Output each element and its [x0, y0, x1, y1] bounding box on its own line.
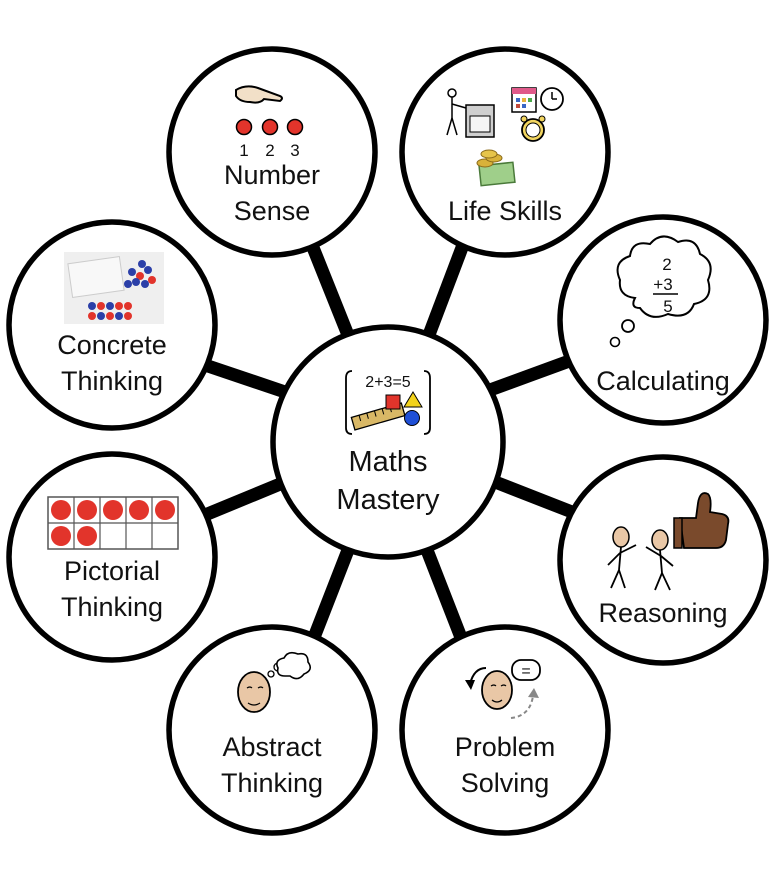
- equals-bubble: =: [521, 663, 530, 680]
- spoke-number-sense: [305, 242, 357, 343]
- digit-label: 1: [239, 141, 248, 160]
- sum-middle: +3: [653, 275, 672, 294]
- clock-icon: [540, 87, 564, 111]
- digit-label: 2: [265, 141, 274, 160]
- node-label-concrete-thinking-line1: Concrete: [57, 330, 167, 360]
- spoke-pictorial-thinking: [202, 475, 288, 522]
- node-abstract-thinking: [166, 624, 378, 836]
- counters-icon: [64, 252, 164, 324]
- thumbs-up-icon: [673, 492, 730, 549]
- node-number-sense: [166, 46, 378, 258]
- ten-frame-icon: [47, 496, 179, 550]
- node-label-calculating: Calculating: [596, 366, 730, 396]
- spoke-life-skills: [420, 242, 470, 343]
- alarm-clock-icon: [520, 115, 546, 142]
- node-label-abstract-thinking-line1: Abstract: [222, 732, 322, 762]
- cooking-icon: [446, 88, 495, 138]
- node-problem-solving: [399, 624, 611, 836]
- counter-dot-icon: [235, 118, 253, 136]
- thinking-head-icon: [237, 651, 312, 713]
- spoke-abstract-thinking: [306, 542, 357, 643]
- red-square-icon: [385, 394, 401, 410]
- equation-text: 2+3=5: [365, 374, 410, 391]
- spoke-calculating: [487, 353, 575, 397]
- spokes: [202, 242, 575, 643]
- triangle-icon: [403, 391, 423, 408]
- node-calculating: [557, 214, 769, 426]
- node-label-life-skills: Life Skills: [448, 196, 562, 226]
- problem-solving-icon: =: [465, 659, 541, 719]
- thought-sum-icon: 2 +3 5: [609, 235, 712, 348]
- node-label-concrete-thinking-line2: Thinking: [61, 366, 163, 396]
- spoke-concrete-thinking: [202, 358, 288, 399]
- counter-dot-icon: [286, 118, 304, 136]
- node-label-number-sense-line1: Number: [224, 160, 320, 190]
- node-label-number-sense-line2: Sense: [234, 196, 311, 226]
- reasoning-icon: [607, 492, 730, 591]
- sum-result: 5: [663, 297, 672, 316]
- node-maths-mastery: [270, 324, 506, 560]
- number-sense-icon: 1 2 3: [235, 85, 304, 160]
- node-label-abstract-thinking-line2: Thinking: [221, 768, 323, 798]
- center-label-line2: Mastery: [336, 484, 440, 516]
- node-reasoning: [557, 454, 769, 666]
- spoke-problem-solving: [418, 542, 469, 643]
- blue-circle-icon: [404, 410, 420, 426]
- spoke-reasoning: [487, 473, 575, 519]
- sum-top: 2: [662, 255, 671, 274]
- maths-icon: 2+3=5: [345, 370, 431, 435]
- digit-label: 3: [290, 141, 299, 160]
- node-label-problem-solving-line2: Solving: [461, 768, 550, 798]
- node-label-pictorial-thinking-line2: Thinking: [61, 592, 163, 622]
- node-label-problem-solving-line1: Problem: [455, 732, 556, 762]
- life-skills-icon: [446, 87, 564, 187]
- counter-dot-icon: [261, 118, 279, 136]
- calendar-icon: [511, 87, 537, 113]
- ruler-icon: [350, 402, 406, 431]
- pointing-hand-icon: [235, 85, 283, 104]
- node-label-pictorial-thinking-line1: Pictorial: [64, 556, 160, 586]
- center-label-line1: Maths: [349, 446, 428, 478]
- node-label-reasoning: Reasoning: [598, 598, 727, 628]
- money-icon: [476, 149, 516, 187]
- people-talking-icon: [607, 526, 674, 591]
